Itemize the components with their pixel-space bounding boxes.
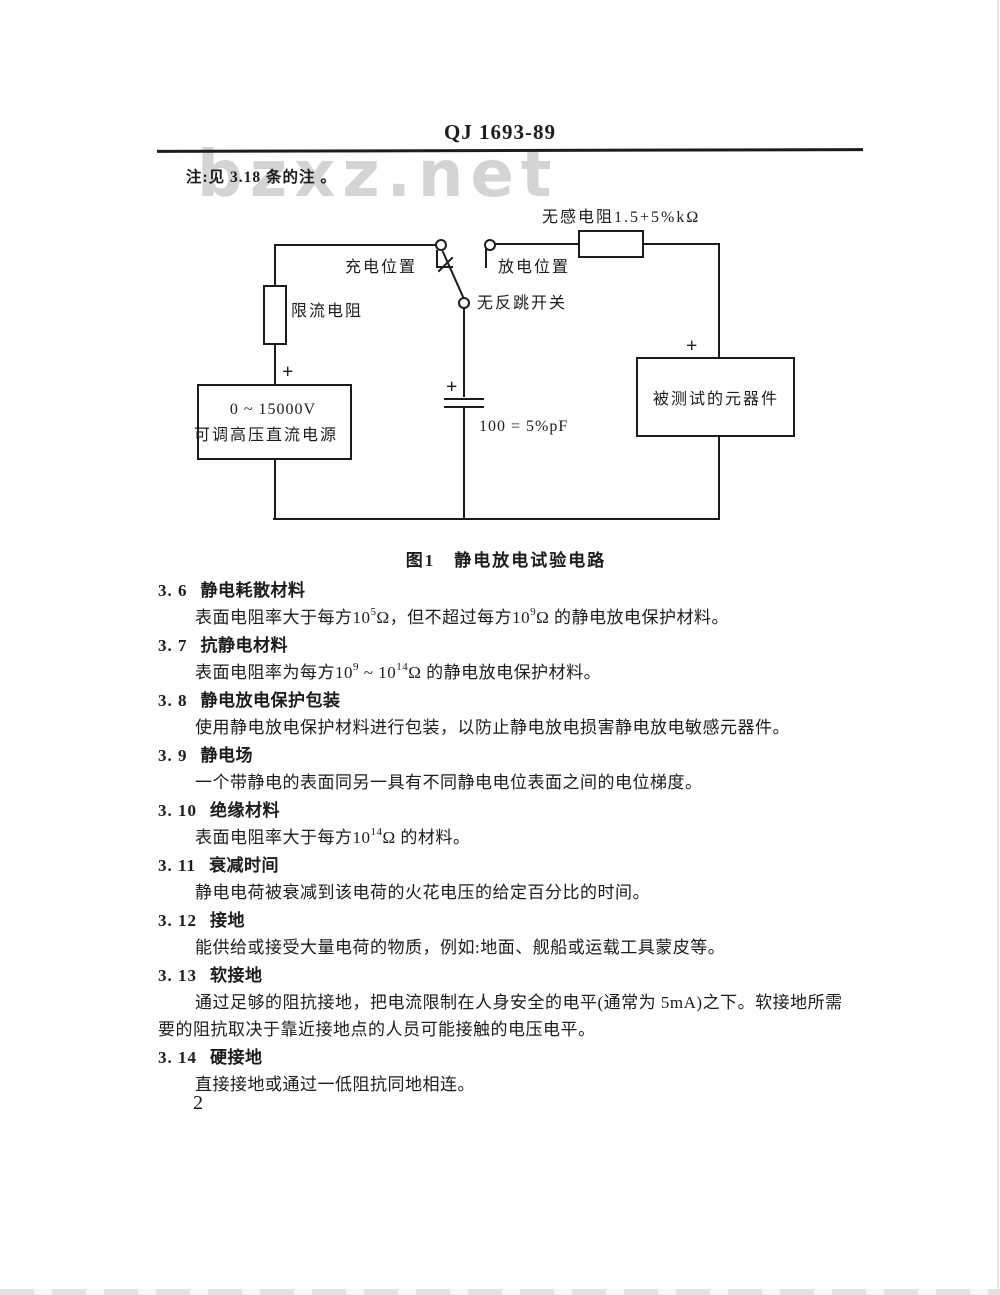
section-title: 绝缘材料 [210, 801, 280, 820]
current-limit-resistor-symbol [263, 285, 287, 345]
section-number: 3. 7 [158, 636, 188, 655]
section-number: 3. 11 [158, 856, 197, 875]
figure-caption: 图1 静电放电试验电路 [405, 551, 607, 570]
noninductive-resistor-label: 无感电阻1.5+5%kΩ [542, 208, 700, 226]
section-3-11: 3. 11 衰减时间 静电电荷被衰减到该电荷的火花电压的给定百分比的时间。 [158, 852, 860, 906]
hv-supply-box [197, 384, 352, 460]
section-title: 衰减时间 [209, 856, 280, 875]
wire-top-left [274, 244, 437, 287]
section-heading: 3. 9 静电场 [158, 742, 860, 769]
section-3-12: 3. 12 接地 能供给或接受大量电荷的物质，例如:地面、舰船或运载工具蒙皮等。 [158, 907, 860, 961]
section-body: 静电电荷被衰减到该电荷的火花电压的给定百分比的时间。 [195, 883, 650, 902]
note-line: 注:见 3.18 条的注 。 [186, 169, 337, 186]
section-number: 3. 9 [158, 746, 188, 765]
plus-polarity-mark: + [686, 335, 697, 357]
hv-supply-name-label: 可调高压直流电源 [194, 426, 338, 444]
switch-blade-tick [437, 256, 454, 273]
section-title: 静电耗散材料 [200, 581, 306, 600]
section-number: 3. 14 [158, 1048, 197, 1067]
switch-pole-circle [458, 297, 470, 309]
section-heading: 3. 14 硬接地 [158, 1044, 860, 1071]
section-3-7: 3. 7 抗静电材料 表面电阻率为每方109 ~ 1014Ω 的静电放电保护材料。 [158, 632, 860, 686]
scan-bottom-edge-artifact [0, 1289, 1000, 1295]
section-3-10: 3. 10 绝缘材料 表面电阻率大于每方1014Ω 的材料。 [158, 797, 860, 851]
current-limit-resistor-label: 限流电阻 [291, 302, 363, 320]
section-heading: 3. 7 抗静电材料 [158, 632, 860, 659]
section-body: 表面电阻率为每方109 ~ 1014Ω 的静电放电保护材料。 [195, 661, 602, 682]
scan-right-edge-artifact [997, 0, 999, 1295]
section-heading: 3. 12 接地 [158, 907, 860, 934]
dut-label: 被测试的元器件 [653, 390, 779, 408]
section-title: 抗静电材料 [200, 636, 288, 655]
section-body: 使用静电放电保护材料进行包装，以防止静电放电损害静电放电敏感元器件。 [195, 718, 790, 737]
section-body: 能供给或接受大量电荷的物质，例如:地面、舰船或运载工具蒙皮等。 [195, 938, 726, 957]
section-title: 接地 [210, 911, 245, 930]
switch-blade [441, 250, 466, 301]
plus-polarity-mark: + [282, 361, 293, 383]
section-3-9: 3. 9 静电场 一个带静电的表面同另一具有不同静电电位表面之间的电位梯度。 [158, 742, 860, 796]
definition-sections: 3. 6 静电耗散材料 表面电阻率大于每方105Ω，但不超过每方109Ω 的静电放… [158, 576, 860, 1098]
section-3-6: 3. 6 静电耗散材料 表面电阻率大于每方105Ω，但不超过每方109Ω 的静电放… [158, 577, 860, 631]
section-heading: 3. 11 衰减时间 [158, 852, 860, 879]
section-heading: 3. 6 静电耗散材料 [158, 577, 860, 604]
discharge-position-label: 放电位置 [498, 258, 570, 276]
section-body: 通过足够的阻抗接地，把电流限制在人身安全的电平(通常为 5mA)之下。软接地所需… [158, 993, 843, 1039]
charge-terminal-circle [435, 239, 447, 251]
section-title: 静电场 [200, 746, 253, 765]
section-heading: 3. 13 软接地 [158, 962, 860, 989]
standard-number-header: QJ 1693-89 [443, 120, 557, 144]
page-number: 2 [193, 1092, 203, 1114]
section-number: 3. 8 [158, 691, 188, 710]
plus-polarity-mark: + [446, 376, 457, 398]
section-body: 表面电阻率大于每方1014Ω 的材料。 [195, 826, 471, 847]
section-number: 3. 12 [158, 911, 197, 930]
section-title: 软接地 [210, 966, 263, 985]
section-body: 直接接地或通过一低阻抗同地相连。 [195, 1075, 475, 1094]
section-heading: 3. 10 绝缘材料 [158, 797, 860, 824]
discharge-terminal-circle [484, 239, 496, 251]
section-body: 一个带静电的表面同另一具有不同静电电位表面之间的电位梯度。 [195, 773, 703, 792]
capacitor-value-label: 100 = 5%pF [479, 418, 568, 435]
section-number: 3. 6 [158, 581, 188, 600]
section-3-8: 3. 8 静电放电保护包装 使用静电放电保护材料进行包装，以防止静电放电损害静电放… [158, 687, 860, 741]
section-body: 表面电阻率大于每方105Ω，但不超过每方109Ω 的静电放电保护材料。 [195, 606, 730, 627]
section-number: 3. 10 [158, 801, 197, 820]
section-title: 硬接地 [210, 1048, 263, 1067]
section-heading: 3. 8 静电放电保护包装 [158, 687, 860, 714]
noninductive-resistor-symbol [578, 230, 644, 258]
charge-position-label: 充电位置 [345, 258, 417, 276]
dut-box [636, 357, 795, 437]
section-number: 3. 13 [158, 966, 197, 985]
section-3-13: 3. 13 软接地 通过足够的阻抗接地，把电流限制在人身安全的电平(通常为 5mA… [158, 962, 860, 1043]
switch-hook [436, 250, 453, 268]
section-title: 静电放电保护包装 [200, 691, 341, 710]
no-bounce-switch-label: 无反跳开关 [477, 294, 567, 312]
hv-supply-range-label: 0 ~ 15000V [230, 401, 316, 418]
wire-resistor-to-dut [642, 243, 720, 359]
section-3-14: 3. 14 硬接地 直接接地或通过一低阻抗同地相连。 [158, 1044, 860, 1098]
